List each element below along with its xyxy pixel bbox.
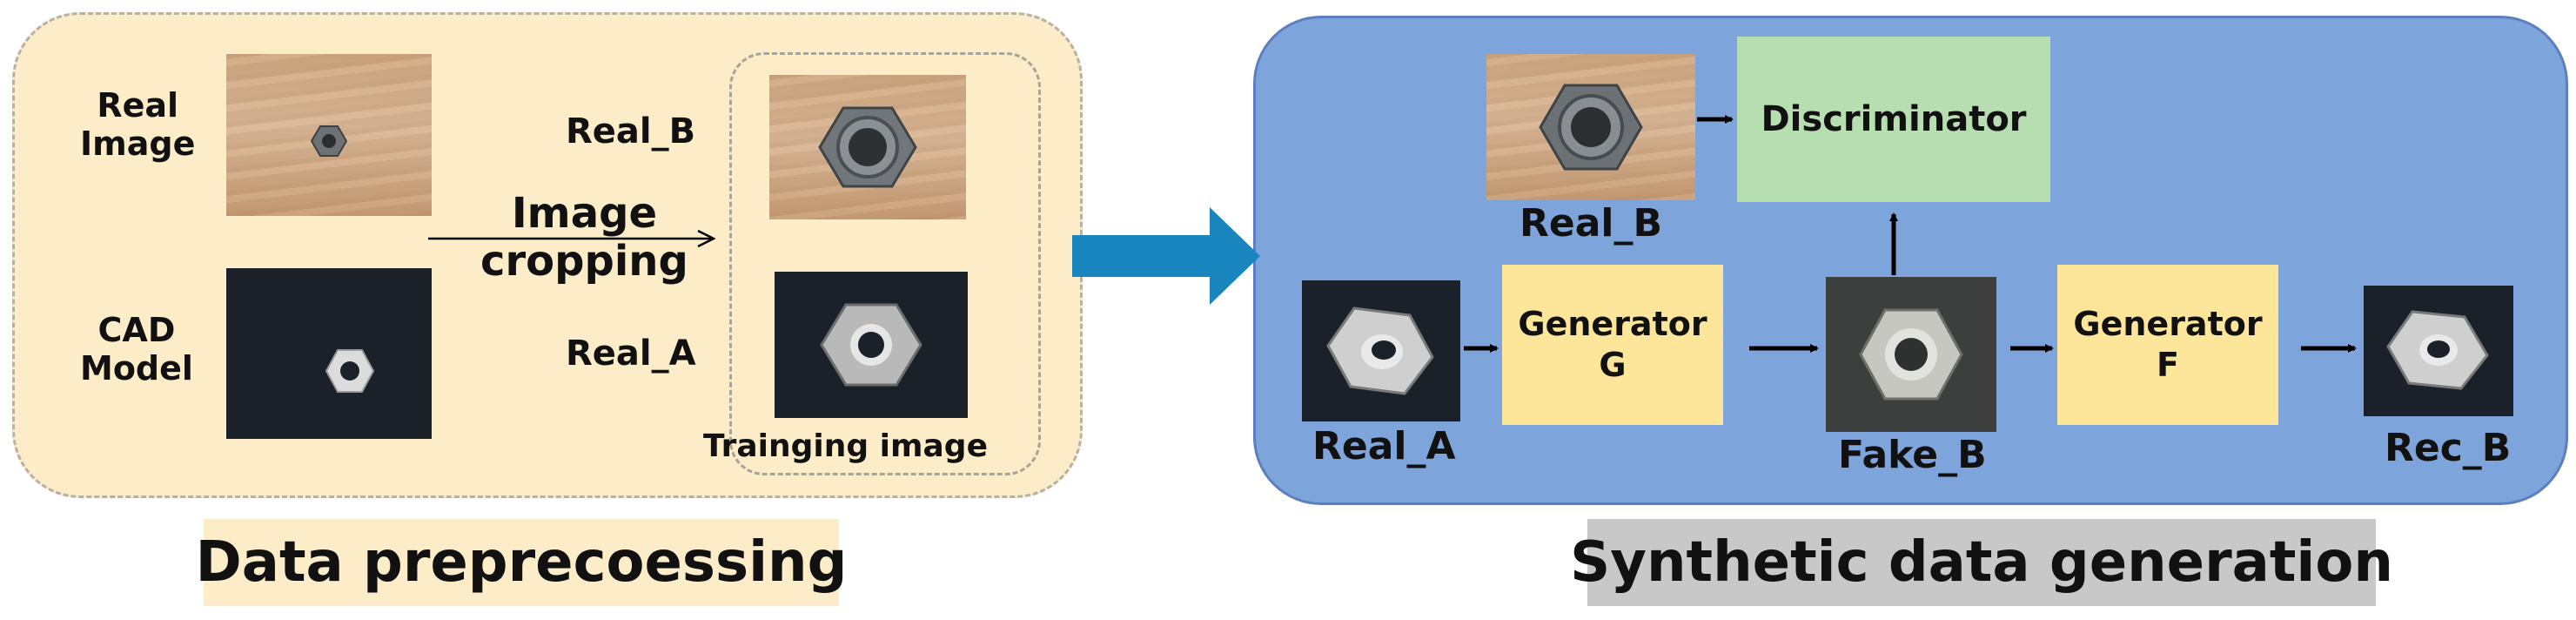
real-b-label: Real_B <box>1519 201 1663 246</box>
image-cropping-label: Image cropping <box>480 189 688 286</box>
hex-nut-icon <box>1326 307 1434 395</box>
discriminator-box: Discriminator <box>1737 37 2050 202</box>
real-a-label-left: Real_A <box>566 334 696 374</box>
hex-nut-icon <box>818 106 917 188</box>
generator-f-box: Generator F <box>2057 265 2278 425</box>
real-a-render <box>1302 280 1460 421</box>
cad-model-label: CAD Model <box>80 311 193 388</box>
real-b-cropped-photo <box>769 75 966 219</box>
real-b-label-left: Real_B <box>566 111 696 152</box>
rec-b-label: Rec_B <box>2385 426 2512 470</box>
real-image-label: Real Image <box>80 86 196 163</box>
fake-b-label: Fake_B <box>1838 433 1987 477</box>
real-image-photo <box>226 54 432 216</box>
real-b-photo <box>1486 54 1695 200</box>
fake-b-image <box>1826 277 1996 432</box>
hex-nut-icon <box>820 303 922 387</box>
hex-nut-icon <box>310 125 348 157</box>
hex-nut-icon <box>1539 84 1643 171</box>
training-image-label: Trainging image <box>703 428 988 464</box>
training-image-group <box>729 52 1041 475</box>
hex-nut-icon <box>325 349 375 393</box>
generator-g-box: Generator G <box>1502 265 1723 425</box>
data-preprocessing-caption: Data preprecoessing <box>196 519 847 606</box>
rec-b-render <box>2364 286 2513 416</box>
real-a-cropped-render <box>775 272 968 418</box>
hex-nut-icon <box>1859 308 1963 401</box>
panel-connector-arrow <box>1072 207 1260 305</box>
synthetic-generation-caption: Synthetic data generation <box>1570 519 2393 606</box>
hex-nut-icon <box>2386 310 2489 390</box>
cad-model-render <box>226 268 432 439</box>
real-a-label: Real_A <box>1312 424 1456 468</box>
